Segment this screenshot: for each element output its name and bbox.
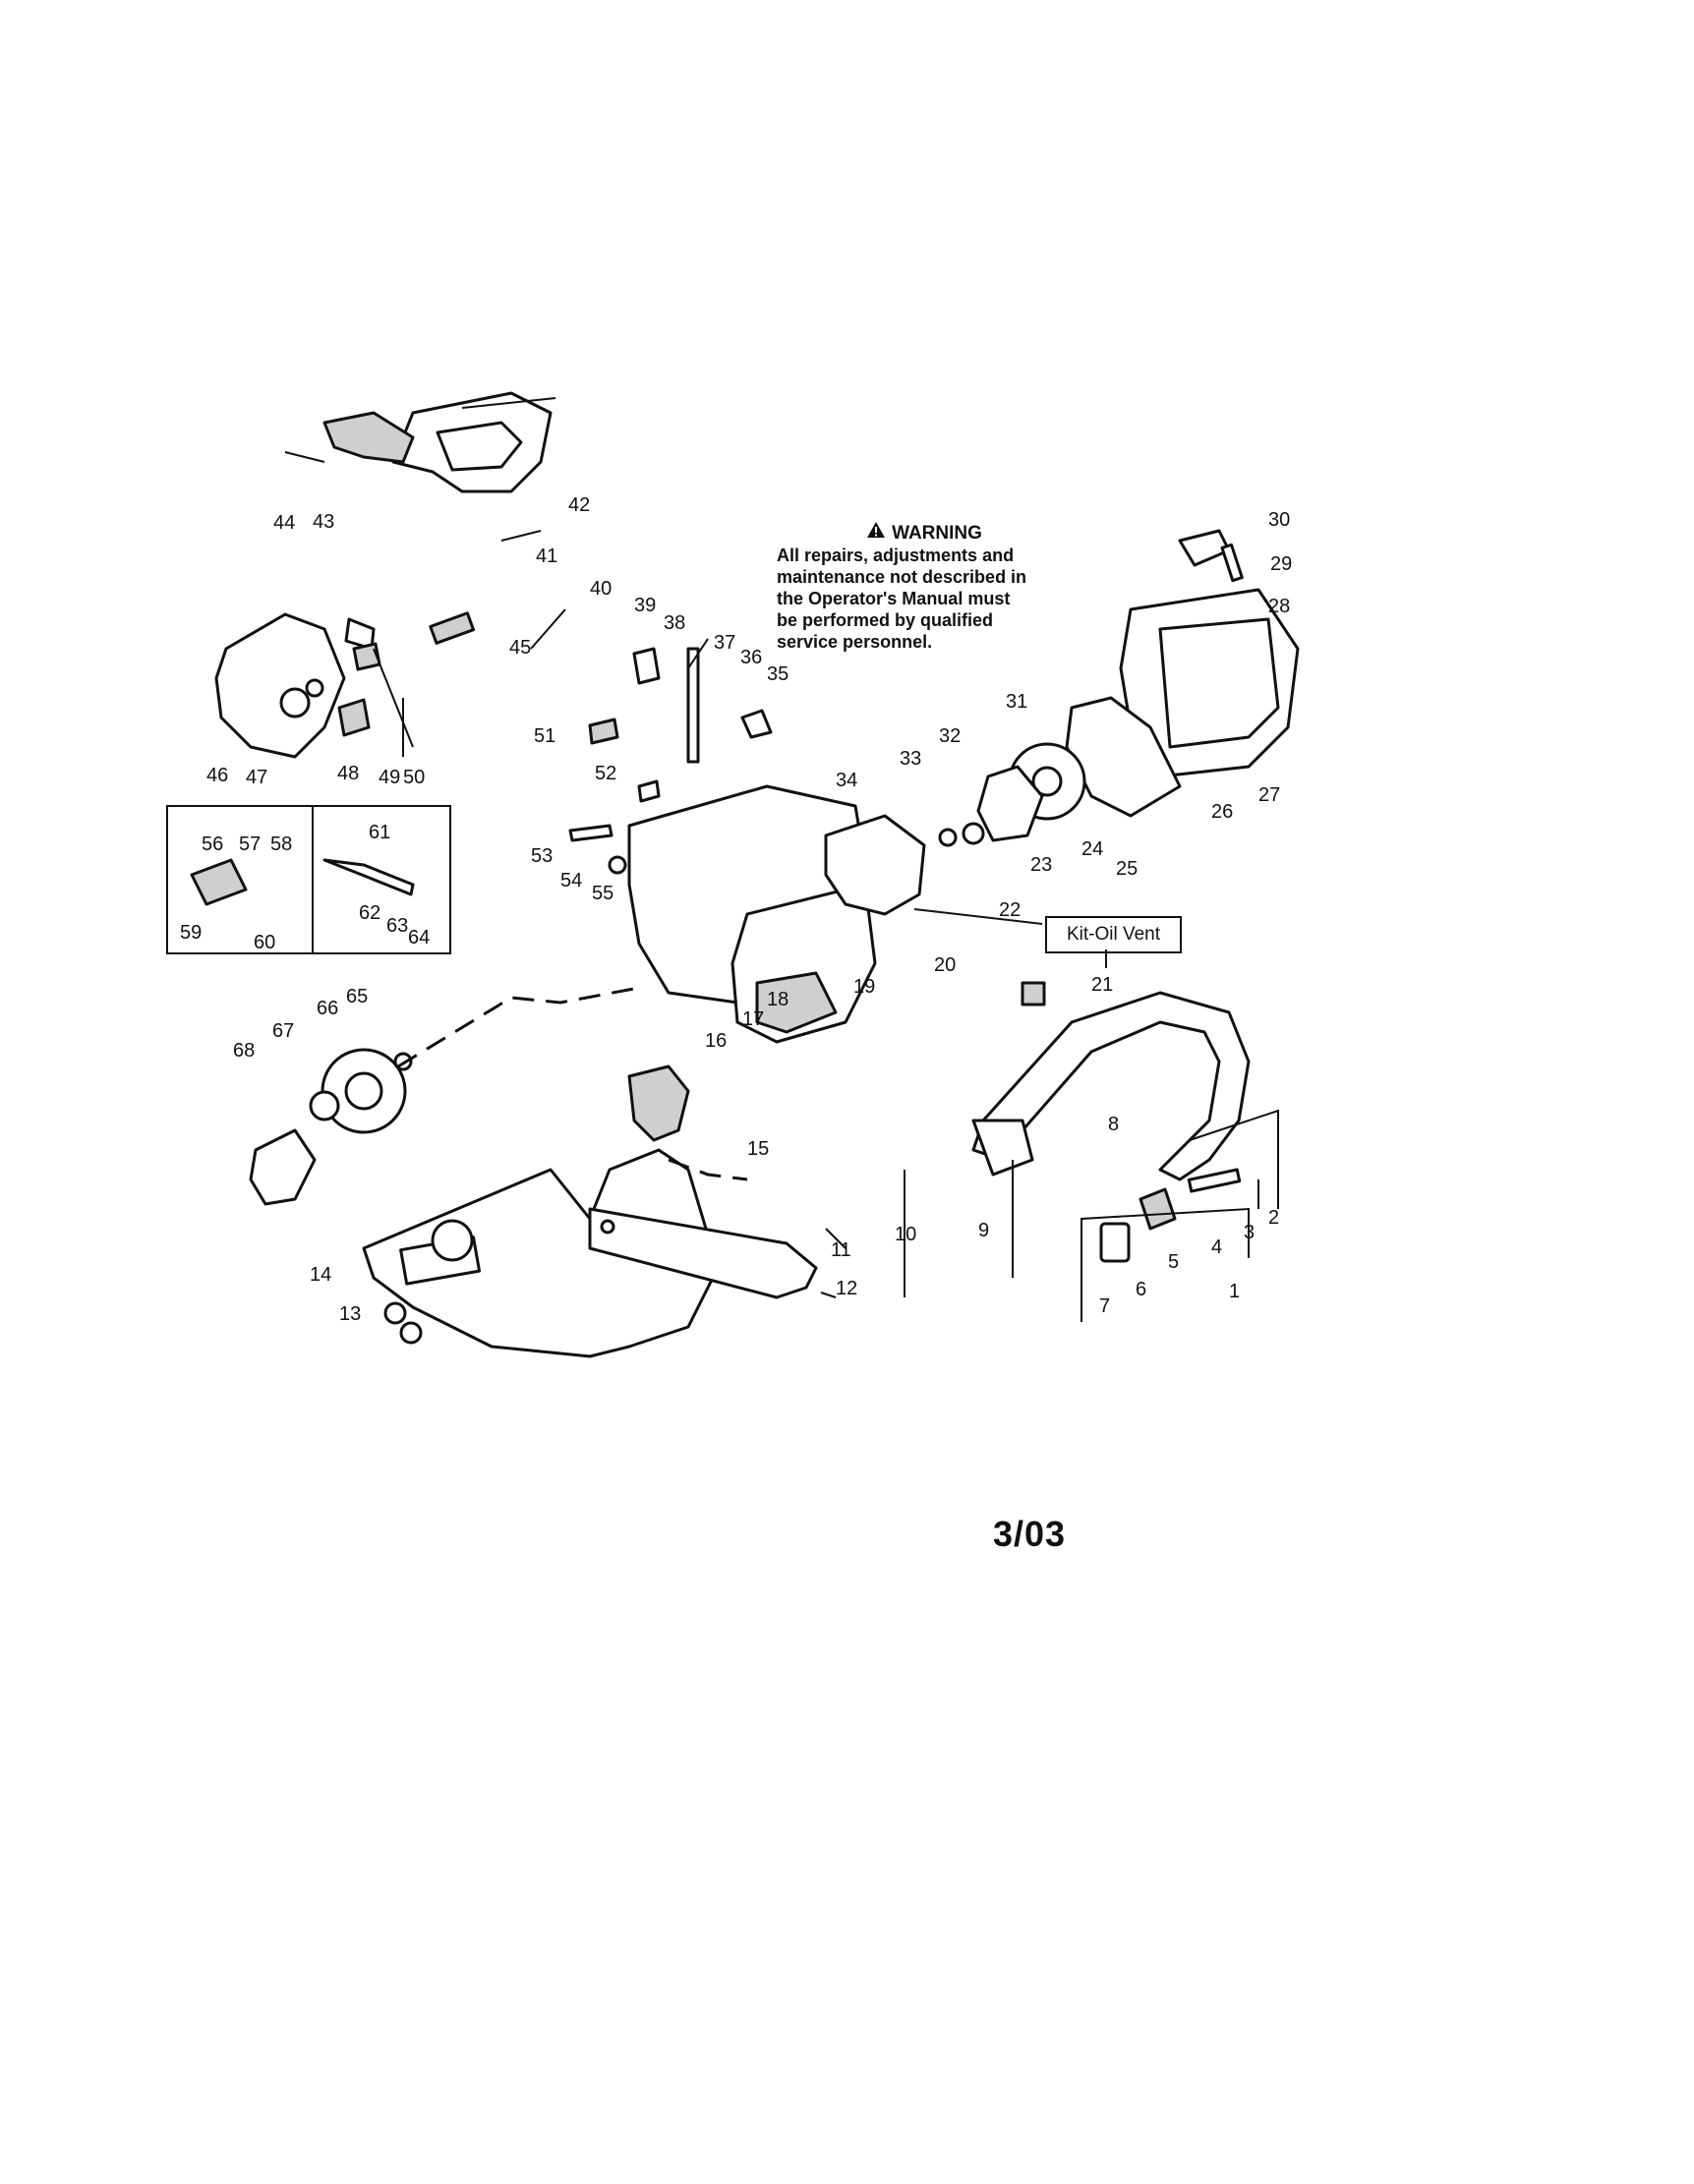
part-drawings [166, 391, 1300, 1358]
callout-20: 20 [934, 954, 956, 976]
callout-61: 61 [369, 822, 390, 843]
throttle-trigger [322, 411, 415, 464]
callout-31: 31 [1006, 691, 1027, 713]
callout-44: 44 [273, 512, 295, 534]
callout-12: 12 [836, 1278, 857, 1299]
callout-38: 38 [664, 612, 685, 634]
warning-line-2: maintenance not described in [777, 567, 1027, 587]
callout-36: 36 [740, 647, 762, 668]
clutch [249, 1128, 317, 1206]
callout-4: 4 [1211, 1236, 1222, 1258]
callout-39: 39 [634, 595, 656, 616]
callout-35: 35 [767, 663, 789, 685]
callout-33: 33 [900, 748, 921, 770]
warning-line-1: All repairs, adjustments and [777, 546, 1015, 565]
callout-17: 17 [742, 1008, 764, 1030]
flywheel [976, 765, 1044, 842]
callout-numbers: 1 2 3 4 5 6 7 8 9 10 11 12 13 14 15 16 1… [180, 494, 1292, 1325]
callout-43: 43 [313, 511, 334, 533]
callout-50: 50 [403, 767, 425, 788]
callout-46: 46 [206, 765, 228, 786]
callout-30: 30 [1268, 509, 1290, 531]
callout-10: 10 [895, 1224, 916, 1245]
callout-16: 16 [705, 1030, 727, 1052]
bar-plate [627, 1064, 690, 1142]
callout-3: 3 [1244, 1222, 1255, 1243]
callout-48: 48 [337, 763, 359, 784]
callout-22: 22 [999, 899, 1021, 921]
callout-21: 21 [1091, 974, 1113, 996]
callout-14: 14 [310, 1264, 331, 1286]
callout-37: 37 [714, 632, 735, 654]
warning-line-5: service personnel. [777, 632, 933, 652]
callout-64: 64 [408, 927, 430, 948]
callout-34: 34 [836, 770, 857, 791]
callout-53: 53 [531, 845, 553, 867]
callout-62: 62 [359, 902, 380, 924]
callout-63: 63 [386, 915, 408, 937]
callout-51: 51 [534, 725, 555, 747]
callout-25: 25 [1116, 858, 1138, 880]
leader-lines [284, 397, 1279, 1322]
callout-13: 13 [339, 1303, 361, 1325]
clutch-housing [824, 814, 926, 916]
callout-27: 27 [1258, 784, 1280, 806]
warning-line-4: be performed by qualified [777, 610, 994, 630]
guide-bar [588, 1207, 818, 1299]
callout-8: 8 [1108, 1114, 1119, 1135]
callout-7: 7 [1099, 1295, 1110, 1317]
callout-28: 28 [1268, 596, 1290, 617]
assembly-lines [397, 986, 748, 1181]
warning-line-3: the Operator's Manual must [777, 589, 1011, 608]
callout-45: 45 [509, 637, 531, 659]
kit-box-61-64 [312, 805, 451, 954]
callout-32: 32 [939, 725, 961, 747]
callout-67: 67 [272, 1020, 294, 1042]
callout-54: 54 [560, 870, 582, 891]
warning-heading: WARNING [777, 521, 1072, 545]
warning-triangle-icon [866, 521, 886, 545]
callout-26: 26 [1211, 801, 1233, 823]
callout-40: 40 [590, 578, 612, 600]
callout-65: 65 [346, 986, 368, 1007]
callout-55: 55 [592, 883, 613, 904]
callout-49: 49 [379, 767, 400, 788]
callout-29: 29 [1270, 553, 1292, 575]
callout-52: 52 [595, 763, 616, 784]
date-code: 3/03 [993, 1514, 1067, 1554]
callout-2: 2 [1268, 1207, 1279, 1229]
callout-18: 18 [767, 989, 789, 1010]
callout-24: 24 [1081, 838, 1103, 860]
callout-66: 66 [317, 998, 338, 1019]
callout-15: 15 [747, 1138, 769, 1160]
warning-notice: WARNING All repairs, adjustments and mai… [777, 521, 1072, 653]
callout-42: 42 [568, 494, 590, 516]
callout-1: 1 [1229, 1281, 1240, 1302]
warning-heading-text: WARNING [892, 523, 982, 544]
callout-60: 60 [254, 932, 275, 953]
callout-41: 41 [536, 546, 557, 567]
callout-5: 5 [1168, 1251, 1179, 1273]
callout-68: 68 [233, 1040, 255, 1062]
air-filter-cover [214, 612, 346, 759]
callout-23: 23 [1030, 854, 1052, 876]
callout-47: 47 [246, 767, 267, 788]
kit-oil-vent-label: Kit-Oil Vent [1045, 916, 1182, 953]
callout-58: 58 [270, 833, 292, 855]
callout-11: 11 [831, 1239, 851, 1261]
callout-19: 19 [853, 976, 875, 998]
callout-59: 59 [180, 922, 202, 944]
callout-6: 6 [1136, 1279, 1146, 1300]
callout-9: 9 [978, 1220, 989, 1241]
callout-57: 57 [239, 833, 261, 855]
callout-56: 56 [202, 833, 223, 855]
